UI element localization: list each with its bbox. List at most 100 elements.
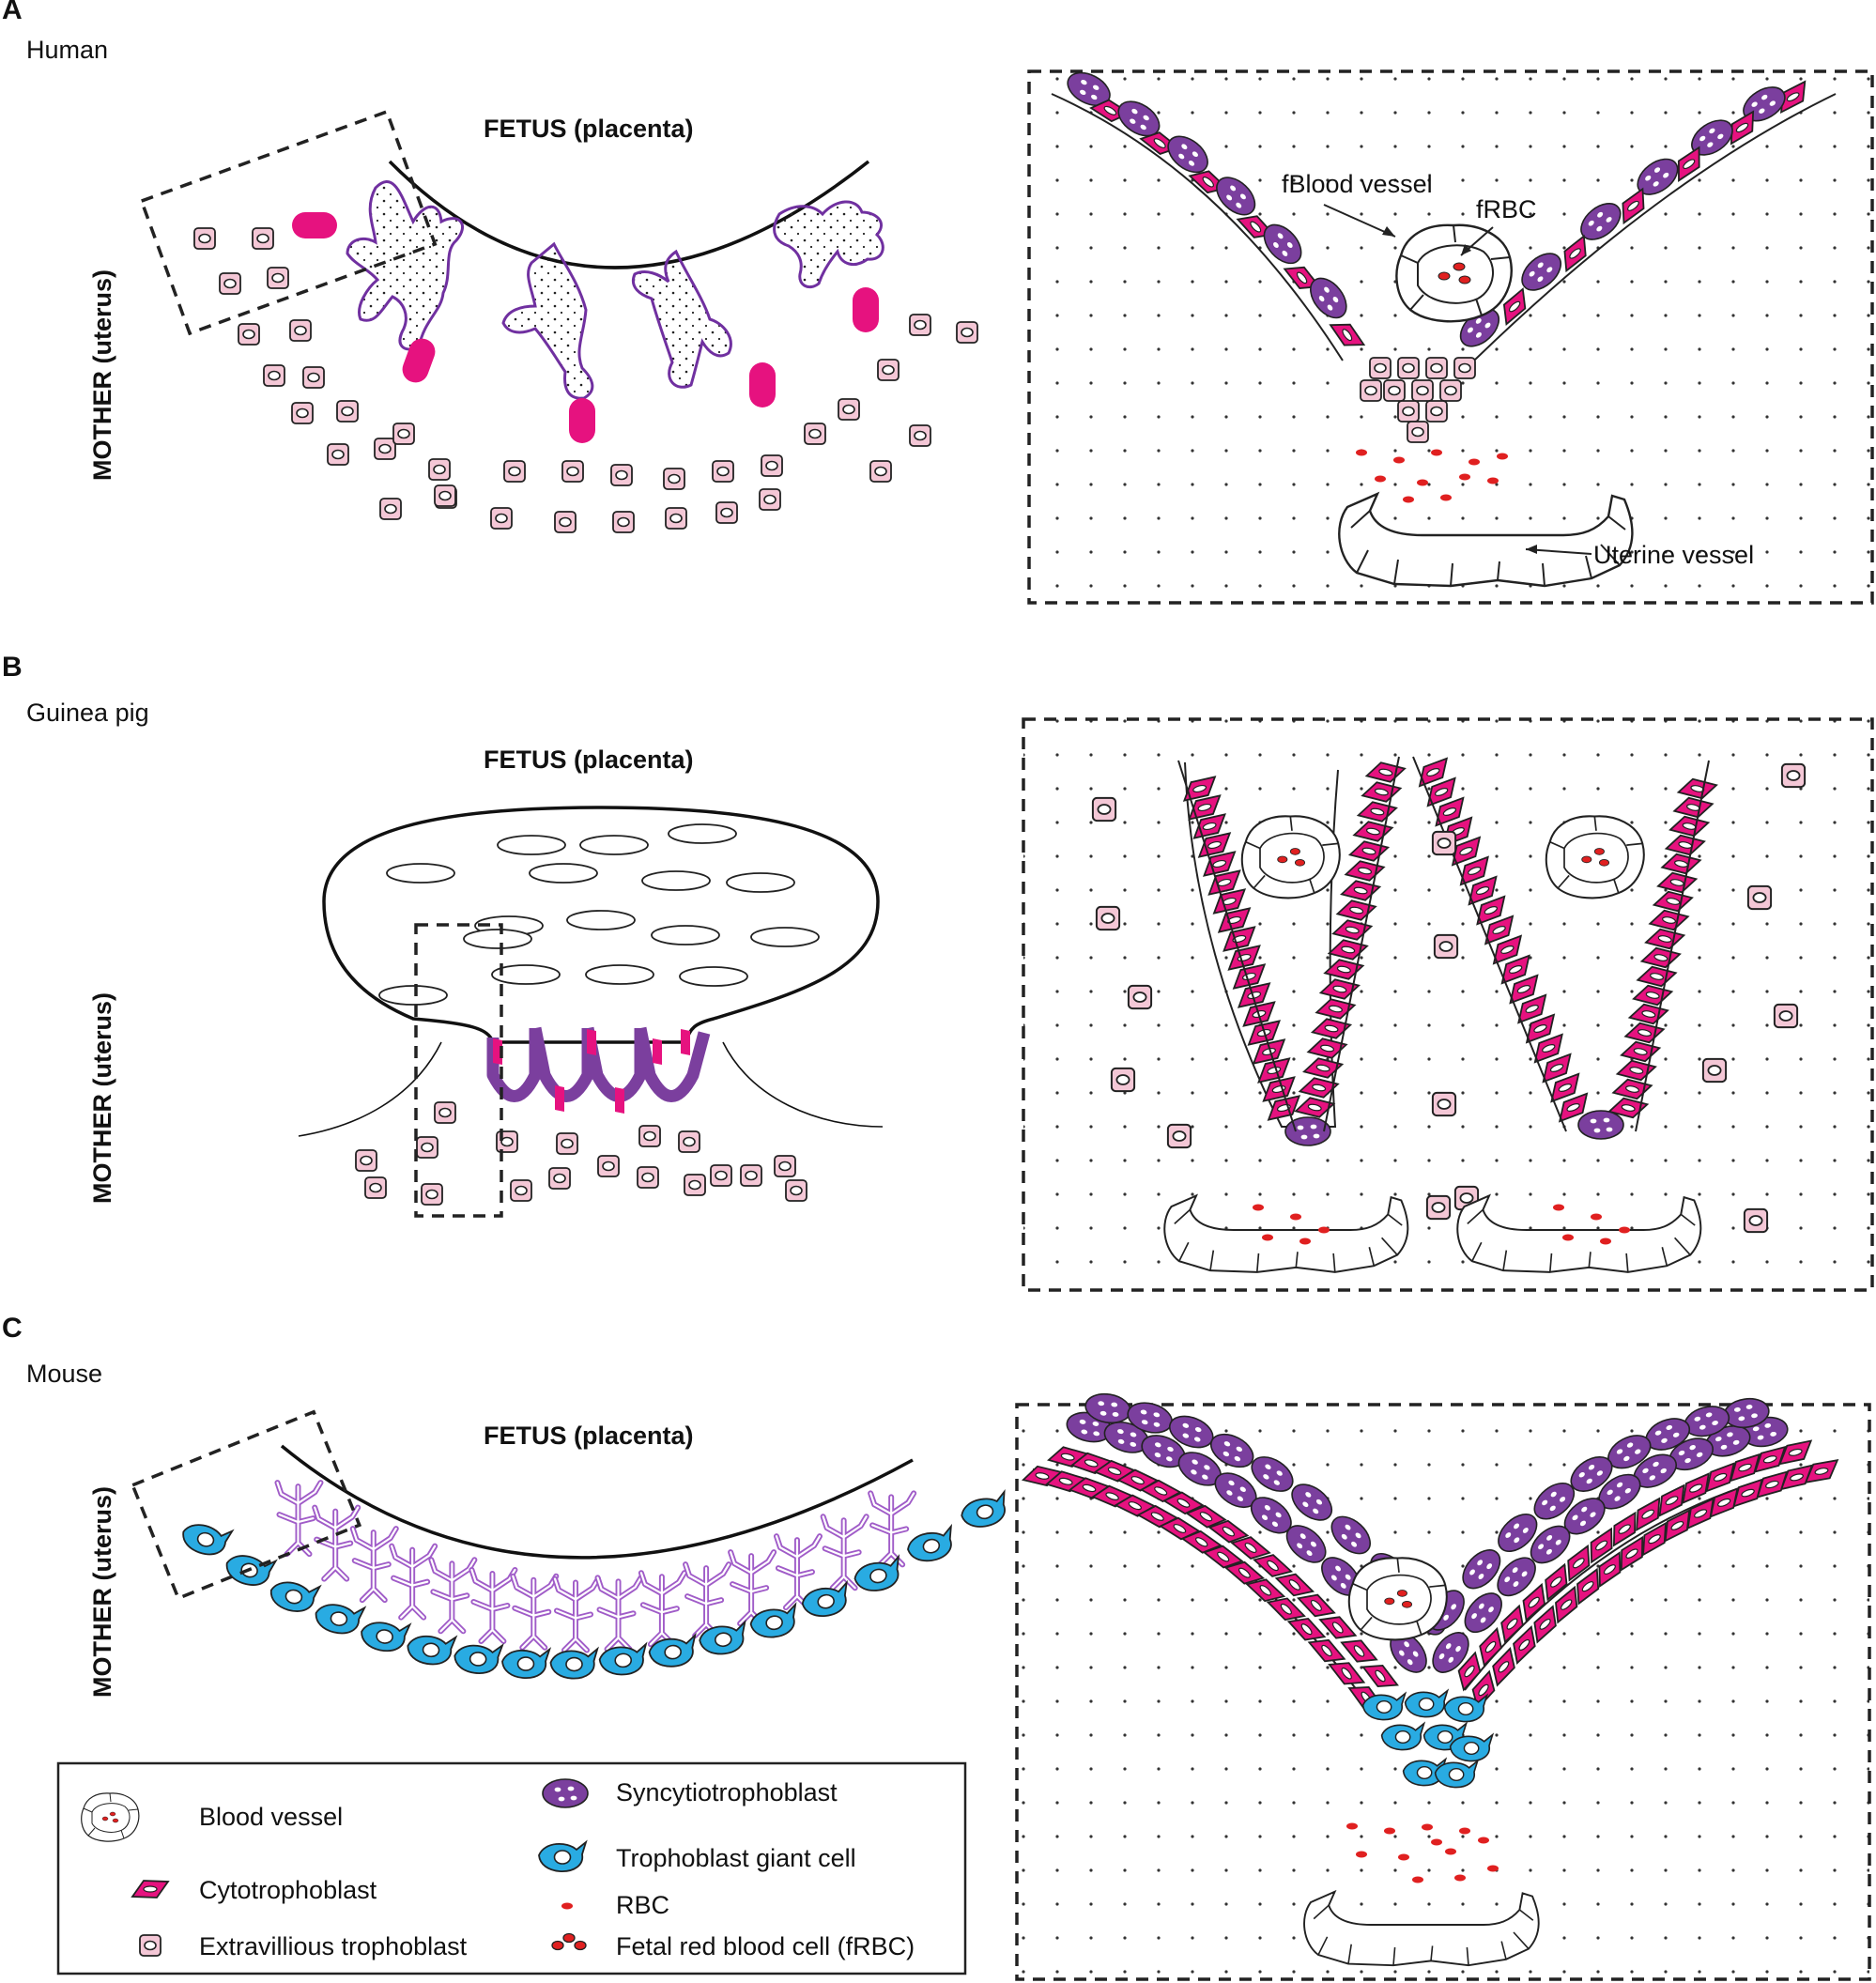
fetal-vessel-lumen	[566, 910, 636, 930]
fetal-vessel-lumen	[497, 835, 566, 855]
fetal-vessel-lumen	[750, 927, 820, 947]
anchoring-column	[749, 362, 776, 407]
extravillous-cell	[267, 267, 289, 289]
trophoblast-giant-cell	[358, 1617, 411, 1655]
callout-arrow-vessel	[1323, 204, 1396, 238]
panel-b-letter: B	[2, 652, 23, 683]
extravillous-cell	[219, 272, 241, 295]
mouse-villus	[349, 1526, 399, 1604]
extravillous-cell	[1407, 421, 1429, 443]
fetal-vessel-lumen	[386, 863, 455, 884]
extravillous-cell	[1425, 1194, 1452, 1221]
mouse-villus	[683, 1561, 732, 1639]
extravillous-cell	[1091, 796, 1117, 822]
fetal-vessel-lumen	[529, 863, 598, 884]
extravillous-cell	[302, 366, 325, 389]
extravillous-cell	[490, 507, 513, 530]
panel-c-mother-label: MOTHER (uterus)	[88, 1486, 116, 1698]
fetal-vessel-lumen	[651, 925, 720, 945]
callout-fblood-vessel: fBlood vessel	[1282, 170, 1433, 198]
mouse-villus	[868, 1490, 917, 1568]
rbc	[1591, 1213, 1602, 1221]
fold-cytotrophoblast	[681, 1029, 690, 1055]
panel-b-mother-label: MOTHER (uterus)	[88, 992, 116, 1204]
uterine-wall-left	[298, 1041, 442, 1137]
extravillous-cell	[392, 423, 415, 445]
extravillous-cell	[1773, 1003, 1799, 1029]
extravillous-cell	[1425, 357, 1448, 379]
extravillous-cell	[193, 227, 216, 250]
rbc	[1469, 458, 1480, 466]
panel-b-zoom-box	[414, 923, 503, 1218]
extravillous-cell	[1431, 1091, 1457, 1117]
panel-a-fetus-label: FETUS (placenta)	[484, 115, 694, 143]
legend-syncytiotrophoblast-icon	[542, 1778, 589, 1808]
rbc	[1346, 1822, 1358, 1830]
extravillous-cell	[1095, 905, 1121, 931]
extravillous-cell	[327, 443, 349, 466]
panel-c-letter: C	[2, 1313, 23, 1344]
extravillous-cell	[1743, 1207, 1769, 1234]
extravillous-cell	[1431, 830, 1457, 856]
panel-b-species: Guinea pig	[26, 699, 149, 727]
extravillous-cell	[1369, 357, 1392, 379]
extravillous-cell	[421, 1183, 443, 1206]
rbc	[1253, 1204, 1264, 1211]
rbc	[1431, 449, 1442, 456]
rbc	[1356, 1851, 1367, 1858]
extravillous-cell	[252, 227, 274, 250]
extravillous-cell	[684, 1174, 706, 1196]
trophoblast-giant-cell	[405, 1632, 457, 1668]
trophoblast-giant-cell	[312, 1599, 366, 1637]
extravillous-cell	[956, 321, 978, 344]
extravillous-cell	[1411, 379, 1434, 402]
legend-frbc-icon	[562, 1932, 576, 1944]
rbc	[1262, 1234, 1273, 1241]
rbc	[1497, 453, 1508, 460]
extravillous-cell	[759, 488, 781, 511]
legend-label-extravillous: Extravillious trophoblast	[199, 1932, 468, 1960]
legend-label-syncytiotrophoblast: Syncytiotrophoblast	[616, 1778, 838, 1806]
extravillous-cell	[561, 460, 584, 483]
trophoblast-giant-cell	[267, 1576, 321, 1617]
rbc	[1403, 496, 1414, 503]
mouse-villus	[469, 1566, 518, 1644]
mouse-villus	[638, 1570, 687, 1648]
extravillous-cell	[712, 460, 734, 483]
trophoblast-giant-cell	[958, 1490, 1012, 1532]
panel-c-zoom-box	[130, 1409, 362, 1601]
fold-cytotrophoblast	[555, 1085, 564, 1112]
rbc	[1454, 1874, 1466, 1882]
legend: Blood vesselCytotrophoblastExtravillious…	[56, 1761, 967, 1975]
rbc	[1487, 1865, 1499, 1872]
trophoblast-giant-cell	[904, 1525, 959, 1566]
syncytiotrophoblast	[1577, 1110, 1624, 1140]
rbc	[1417, 479, 1428, 486]
inset-a-background	[1029, 71, 1872, 603]
rbc	[1440, 494, 1452, 501]
extravillous-cell	[665, 507, 687, 530]
extravillous-cell	[554, 511, 577, 533]
panel-c-fetus-label: FETUS (placenta)	[484, 1422, 694, 1450]
extravillous-cell	[710, 1164, 732, 1187]
rbc	[1431, 1838, 1442, 1846]
extravillous-cell	[1780, 762, 1807, 789]
legend-frbc-icon	[574, 1940, 587, 1951]
trophoblast-giant-cell	[178, 1517, 234, 1560]
villus-2	[501, 241, 594, 400]
extravillous-cell	[1746, 884, 1773, 911]
anchoring-column	[402, 338, 436, 383]
extravillous-cell	[1397, 400, 1420, 423]
fetal-vessel-lumen	[726, 872, 795, 893]
extravillous-cell	[1439, 379, 1462, 402]
mouse-villus	[552, 1576, 601, 1653]
anchoring-column	[853, 287, 879, 332]
panel-c-inset	[1015, 1390, 1871, 1981]
fetal-blood-vessel	[1545, 815, 1645, 899]
extravillous-cell	[428, 458, 451, 481]
extravillous-cell	[804, 423, 826, 445]
callout-uterine-vessel: Uterine vessel	[1593, 541, 1754, 569]
